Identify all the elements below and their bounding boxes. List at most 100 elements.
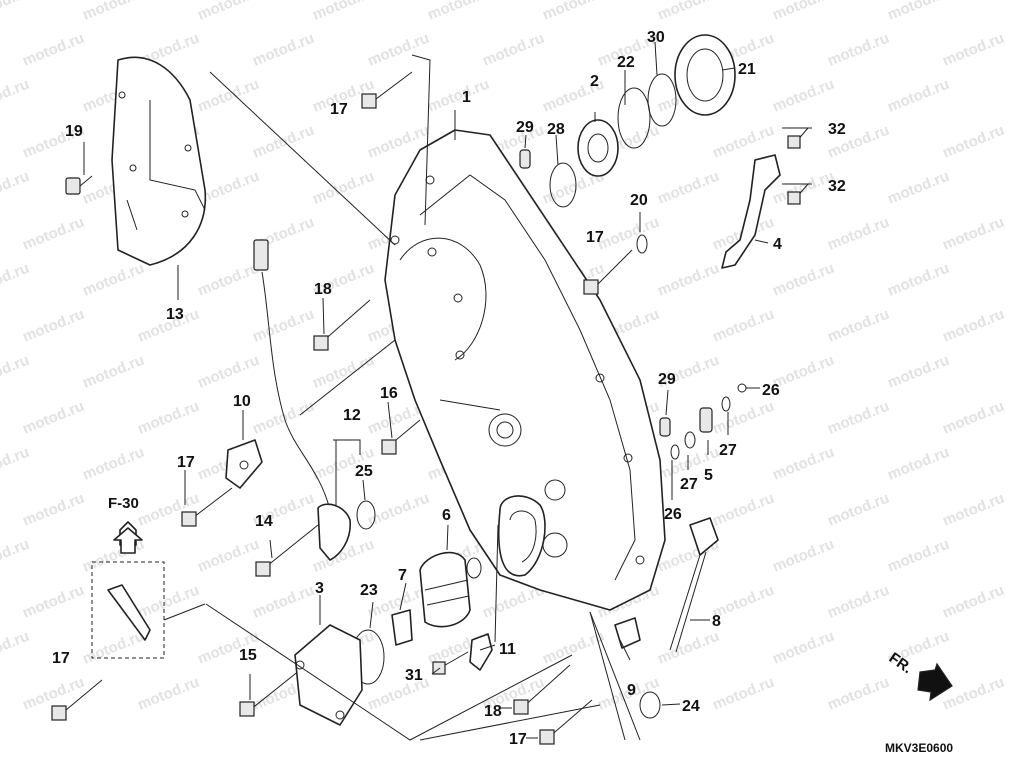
callout-2: 2 bbox=[590, 73, 599, 90]
plate-13 bbox=[111, 56, 207, 266]
watermark-text: motod.ru bbox=[885, 536, 952, 576]
callout-3: 3 bbox=[315, 580, 324, 597]
watermark-text: motod.ru bbox=[0, 168, 32, 208]
callout-17e: 17 bbox=[509, 731, 527, 748]
watermark-text: motod.ru bbox=[250, 30, 317, 70]
reference-label-f30: F-30 bbox=[108, 495, 139, 512]
callout-28: 28 bbox=[547, 121, 565, 138]
watermark-text: motod.ru bbox=[20, 214, 87, 254]
watermark-text: motod.ru bbox=[540, 628, 607, 668]
watermark-text: motod.ru bbox=[365, 30, 432, 70]
callout-8: 8 bbox=[712, 613, 721, 630]
cover-plate-3 bbox=[294, 624, 363, 726]
watermark-text: motod.ru bbox=[825, 490, 892, 530]
watermark-text: motod.ru bbox=[0, 0, 32, 24]
callout-1: 1 bbox=[462, 89, 471, 106]
callout-24: 24 bbox=[682, 698, 700, 715]
callout-21: 21 bbox=[738, 61, 756, 78]
watermark-text: motod.ru bbox=[825, 674, 892, 714]
watermark-text: motod.ru bbox=[195, 536, 262, 576]
watermark-text: motod.ru bbox=[940, 582, 1007, 622]
callout-6: 6 bbox=[442, 507, 451, 524]
watermark-text: motod.ru bbox=[825, 398, 892, 438]
bolts bbox=[51, 71, 809, 745]
watermark-text: motod.ru bbox=[655, 260, 722, 300]
leader-lines bbox=[83, 41, 812, 741]
callout-17c: 17 bbox=[177, 454, 195, 471]
watermark-text: motod.ru bbox=[770, 0, 837, 24]
watermark-text: motod.ru bbox=[595, 214, 662, 254]
bearing-stack bbox=[519, 34, 736, 208]
watermark-text: motod.ru bbox=[770, 444, 837, 484]
watermark-text: motod.ru bbox=[0, 444, 32, 484]
watermark-text: motod.ru bbox=[250, 122, 317, 162]
watermark-text: motod.ru bbox=[80, 0, 147, 24]
watermark-text: motod.ru bbox=[365, 490, 432, 530]
watermark-text: motod.ru bbox=[0, 536, 32, 576]
callout-20: 20 bbox=[630, 192, 648, 209]
watermark-text: motod.ru bbox=[80, 352, 147, 392]
callout-9: 9 bbox=[627, 682, 636, 699]
callout-27a: 27 bbox=[719, 442, 737, 459]
watermark-text: motod.ru bbox=[655, 628, 722, 668]
watermark-text: motod.ru bbox=[250, 398, 317, 438]
callout-29b: 29 bbox=[658, 371, 676, 388]
reference-up-arrow-icon bbox=[113, 527, 143, 554]
crankcase-cover bbox=[384, 129, 666, 611]
watermark-text: motod.ru bbox=[0, 352, 32, 392]
watermark-text: motod.ru bbox=[710, 674, 777, 714]
watermark-text: motod.ru bbox=[655, 0, 722, 24]
callout-32b: 32 bbox=[828, 178, 846, 195]
watermark-text: motod.ru bbox=[885, 352, 952, 392]
callout-30: 30 bbox=[647, 29, 665, 46]
watermark-text: motod.ru bbox=[770, 628, 837, 668]
watermark-text: motod.ru bbox=[825, 306, 892, 346]
watermark-text: motod.ru bbox=[135, 674, 202, 714]
watermark-text: motod.ru bbox=[195, 0, 262, 24]
callout-23: 23 bbox=[360, 582, 378, 599]
callout-13: 13 bbox=[166, 306, 184, 323]
watermark-text: motod.ru bbox=[710, 122, 777, 162]
watermark-text: motod.ru bbox=[940, 490, 1007, 530]
watermark-text: motod.ru bbox=[0, 76, 32, 116]
watermark-text: motod.ru bbox=[195, 76, 262, 116]
fr-direction-arrow bbox=[917, 662, 953, 702]
dipstick-8 bbox=[614, 517, 719, 719]
callout-10: 10 bbox=[233, 393, 251, 410]
watermark-text: motod.ru bbox=[0, 260, 32, 300]
callout-27b: 27 bbox=[680, 476, 698, 493]
callout-29a: 29 bbox=[516, 119, 534, 136]
watermark-text: motod.ru bbox=[310, 168, 377, 208]
small-parts bbox=[636, 234, 747, 460]
sensor-cable bbox=[225, 239, 351, 561]
watermark-text: motod.ru bbox=[250, 306, 317, 346]
callout-22: 22 bbox=[617, 54, 635, 71]
bolt-19 bbox=[65, 175, 93, 195]
watermark-text: motod.ru bbox=[940, 122, 1007, 162]
watermark-text: motod.ru bbox=[80, 260, 147, 300]
watermark-text: motod.ru bbox=[825, 582, 892, 622]
watermark-text: motod.ru bbox=[885, 76, 952, 116]
callout-25: 25 bbox=[355, 463, 373, 480]
watermark-text: motod.ru bbox=[825, 214, 892, 254]
callout-14: 14 bbox=[255, 513, 273, 530]
callout-17a: 17 bbox=[330, 101, 348, 118]
watermark-text: motod.ru bbox=[940, 214, 1007, 254]
watermark-text: motod.ru bbox=[20, 398, 87, 438]
watermark-text: motod.ru bbox=[825, 30, 892, 70]
callout-12: 12 bbox=[343, 407, 361, 424]
watermark-text: motod.ru bbox=[195, 352, 262, 392]
watermark-text: motod.ru bbox=[135, 582, 202, 622]
watermark-text: motod.ru bbox=[425, 0, 492, 24]
watermark-text: motod.ru bbox=[885, 444, 952, 484]
watermark-text: motod.ru bbox=[710, 490, 777, 530]
watermark-text: motod.ru bbox=[480, 30, 547, 70]
watermark-text: motod.ru bbox=[20, 490, 87, 530]
oil-filter bbox=[351, 500, 493, 685]
callout-7: 7 bbox=[398, 567, 407, 584]
watermark-text: motod.ru bbox=[195, 260, 262, 300]
callout-26b: 26 bbox=[664, 506, 682, 523]
watermark-text: motod.ru bbox=[940, 30, 1007, 70]
diagram-code: MKV3E0600 bbox=[885, 741, 953, 755]
